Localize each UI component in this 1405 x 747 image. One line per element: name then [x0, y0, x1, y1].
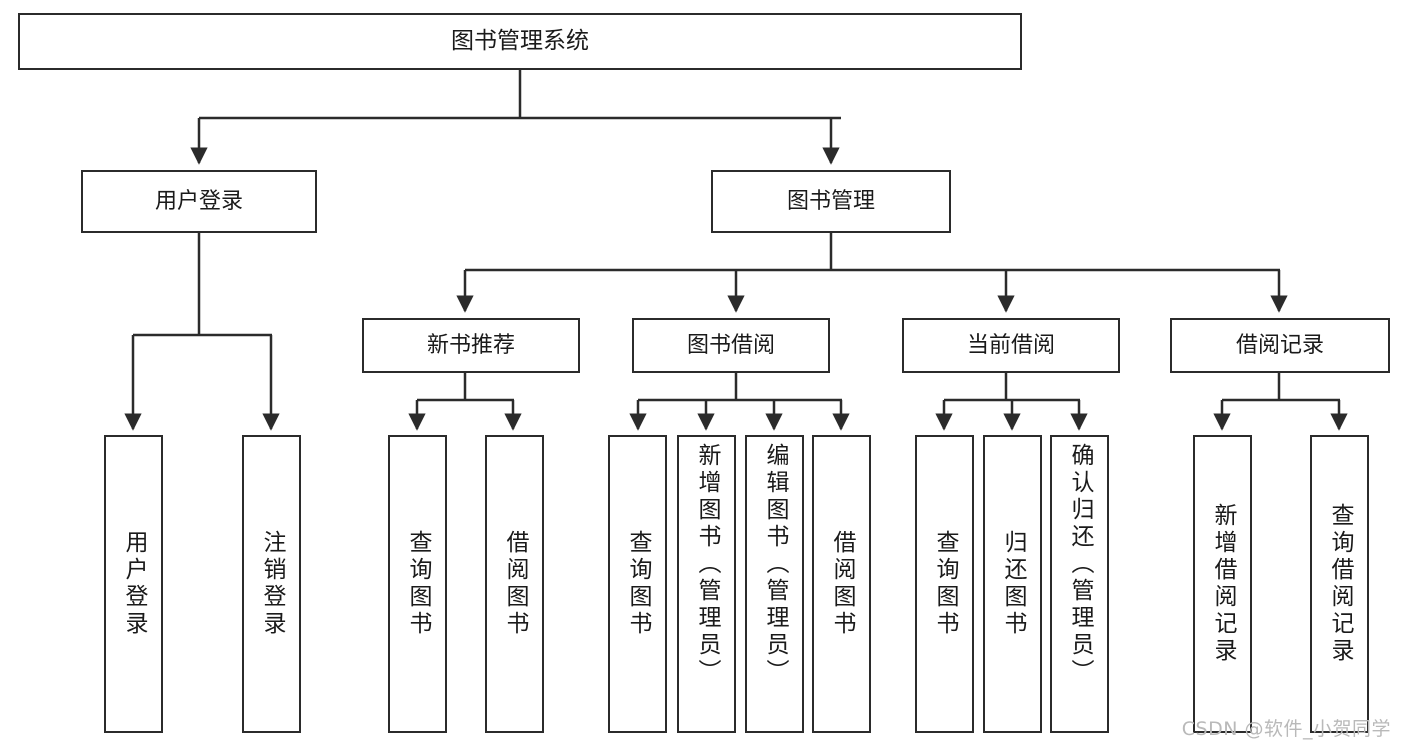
leaf-new-book-borrow[interactable]: 借阅图书: [485, 435, 544, 733]
leaf-user-login-logout-label: 注销登录: [259, 530, 285, 638]
node-new-book-recommend[interactable]: 新书推荐: [362, 318, 580, 373]
leaf-new-book-borrow-label: 借阅图书: [502, 530, 528, 638]
leaf-book-borrow-add-admin-label: 新增图书（管理员）: [694, 443, 720, 686]
leaf-current-borrow-query[interactable]: 查询图书: [915, 435, 974, 733]
node-new-book-recommend-label: 新书推荐: [426, 332, 515, 358]
leaf-current-borrow-confirm-admin-label: 确认归还（管理员）: [1067, 443, 1093, 686]
leaf-new-book-query-label: 查询图书: [405, 530, 431, 638]
leaf-book-borrow-query-label: 查询图书: [625, 530, 651, 638]
leaf-user-login-login-label: 用户登录: [121, 530, 147, 638]
leaf-user-login-logout[interactable]: 注销登录: [242, 435, 301, 733]
node-book-borrow[interactable]: 图书借阅: [632, 318, 830, 373]
node-current-borrow-label: 当前借阅: [966, 332, 1055, 358]
node-book-borrow-label: 图书借阅: [686, 332, 775, 358]
node-current-borrow[interactable]: 当前借阅: [902, 318, 1120, 373]
node-user-login[interactable]: 用户登录: [81, 170, 317, 233]
leaf-current-borrow-return-label: 归还图书: [1000, 530, 1026, 638]
leaf-borrow-record-add[interactable]: 新增借阅记录: [1193, 435, 1252, 733]
leaf-borrow-record-query-label: 查询借阅记录: [1327, 503, 1353, 665]
leaf-user-login-login[interactable]: 用户登录: [104, 435, 163, 733]
leaf-book-borrow-borrow-label: 借阅图书: [829, 530, 855, 638]
node-borrow-record[interactable]: 借阅记录: [1170, 318, 1390, 373]
node-root-book-management-system[interactable]: 图书管理系统: [18, 13, 1022, 70]
leaf-book-borrow-query[interactable]: 查询图书: [608, 435, 667, 733]
node-book-management-label: 图书管理: [786, 188, 875, 214]
leaf-book-borrow-edit-admin-label: 编辑图书（管理员）: [762, 443, 788, 686]
csdn-watermark: CSDN @软件_小贺同学: [1181, 718, 1391, 740]
leaf-book-borrow-add-admin[interactable]: 新增图书（管理员）: [677, 435, 736, 733]
node-book-management[interactable]: 图书管理: [711, 170, 951, 233]
leaf-borrow-record-query[interactable]: 查询借阅记录: [1310, 435, 1369, 733]
leaf-current-borrow-return[interactable]: 归还图书: [983, 435, 1042, 733]
node-user-login-label: 用户登录: [154, 188, 243, 214]
leaf-book-borrow-borrow[interactable]: 借阅图书: [812, 435, 871, 733]
leaf-book-borrow-edit-admin[interactable]: 编辑图书（管理员）: [745, 435, 804, 733]
leaf-new-book-query[interactable]: 查询图书: [388, 435, 447, 733]
leaf-current-borrow-confirm-admin[interactable]: 确认归还（管理员）: [1050, 435, 1109, 733]
leaf-current-borrow-query-label: 查询图书: [932, 530, 958, 638]
leaf-borrow-record-add-label: 新增借阅记录: [1210, 503, 1236, 665]
node-root-label: 图书管理系统: [451, 27, 589, 54]
node-borrow-record-label: 借阅记录: [1235, 332, 1324, 358]
